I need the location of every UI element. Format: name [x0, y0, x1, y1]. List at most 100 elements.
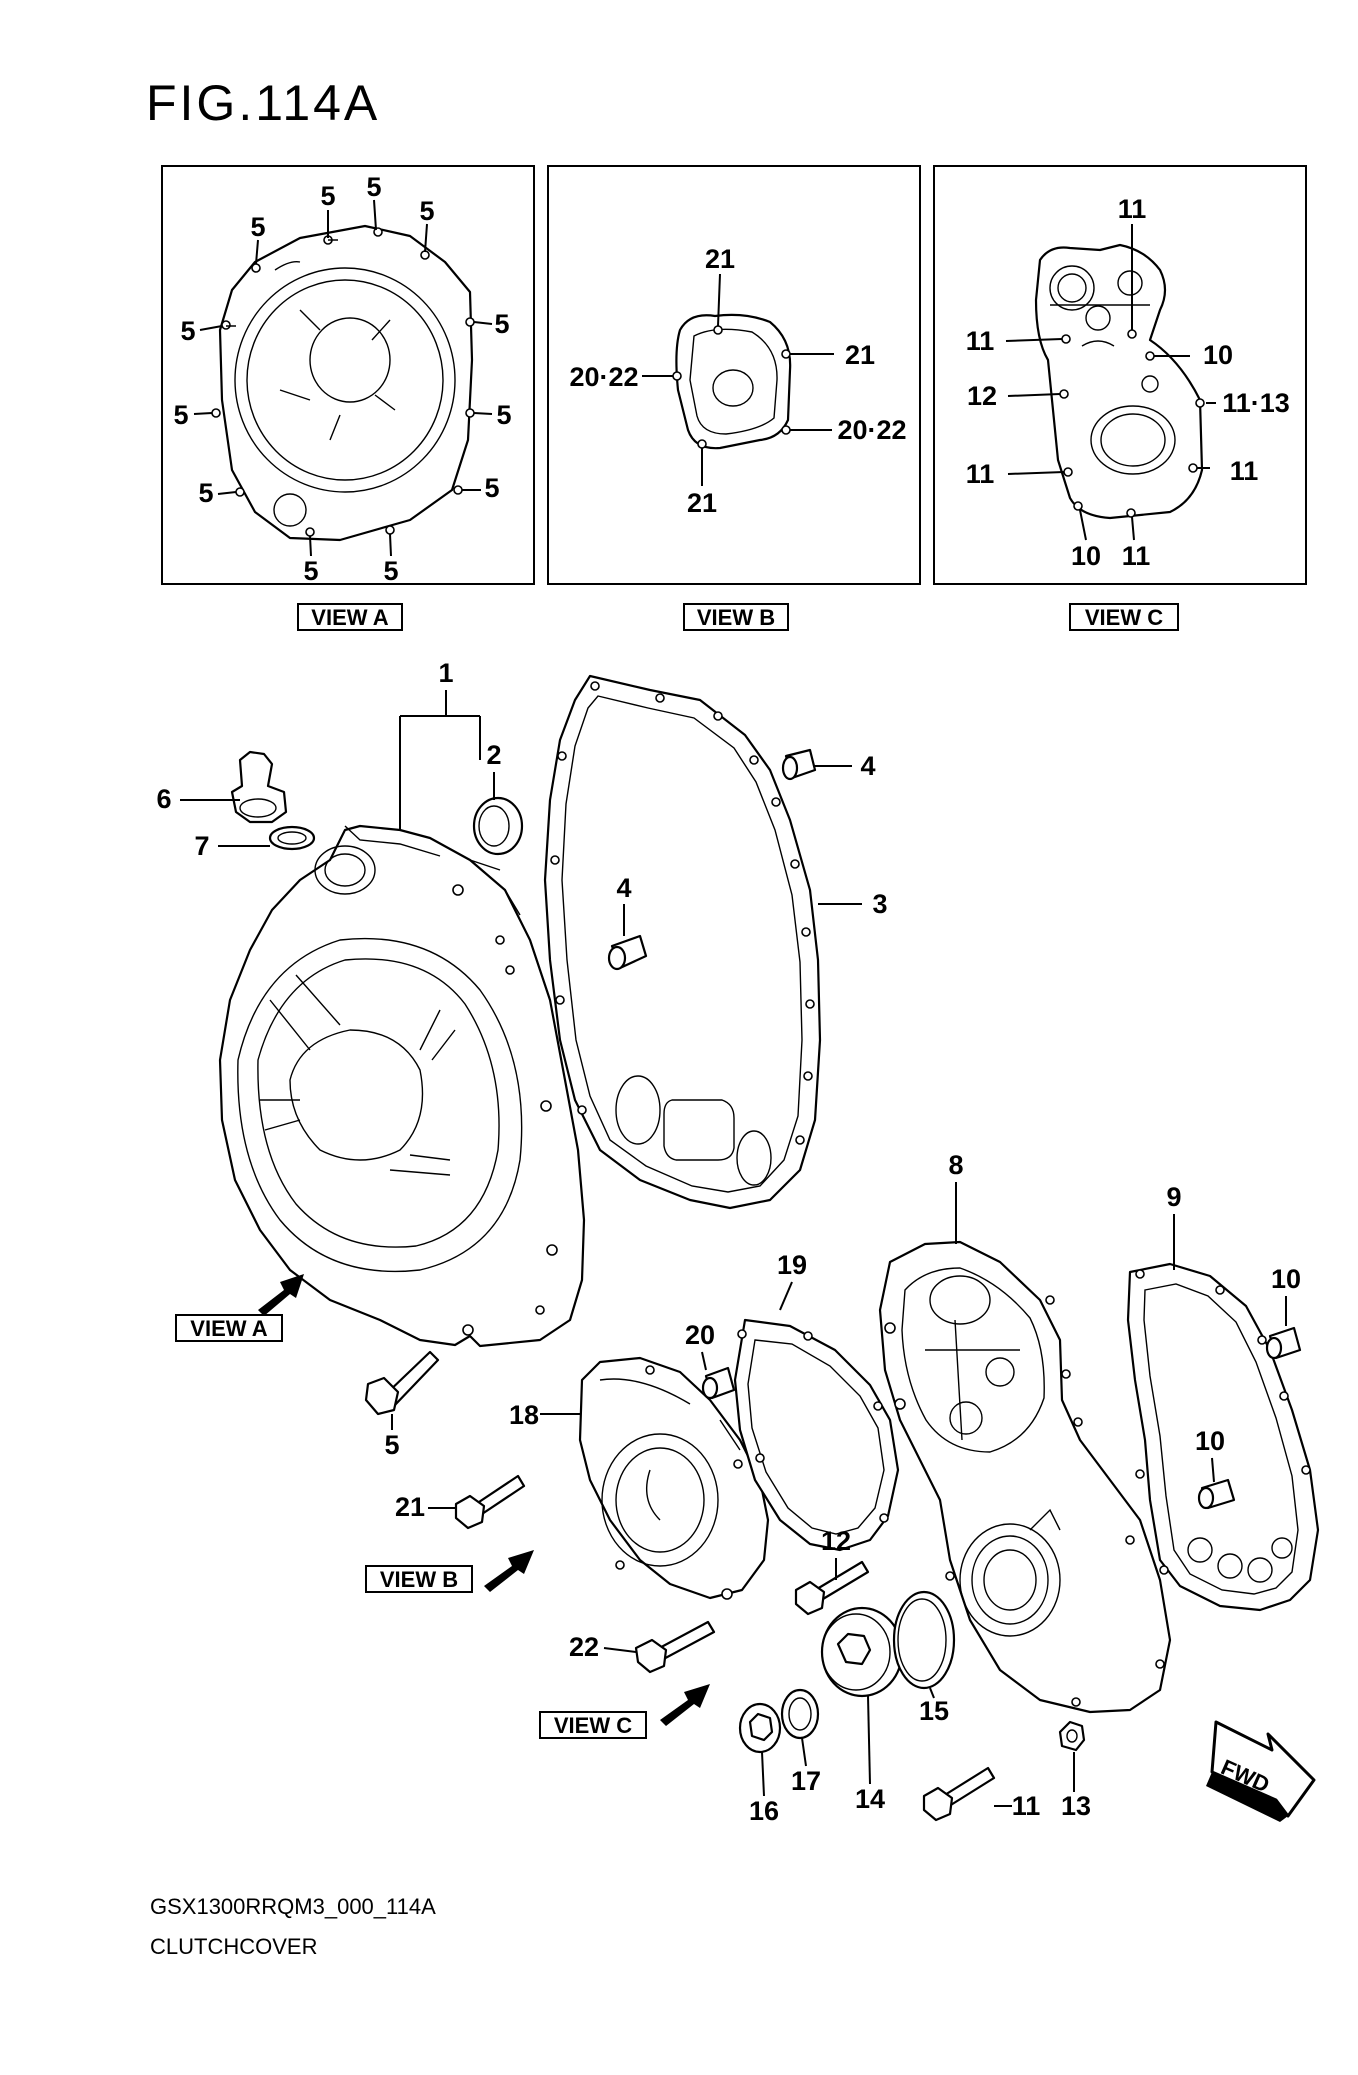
- svg-text:VIEW B: VIEW B: [697, 605, 775, 630]
- callout-4b: 4: [616, 873, 631, 903]
- view-c-box: [933, 165, 1307, 585]
- callout-5: 5: [384, 1430, 399, 1460]
- callout-10a: 10: [1271, 1264, 1301, 1294]
- view-caption-c: VIEW C: [1069, 603, 1179, 631]
- view-c-label: 10: [1203, 340, 1233, 370]
- view-a-box: [161, 165, 535, 585]
- view-a-label: 5: [198, 478, 213, 508]
- view-a-label: 5: [173, 400, 188, 430]
- view-caption-b: VIEW B: [683, 603, 789, 631]
- dowel-pin-20: [701, 1366, 736, 1400]
- view-c-label: 12: [967, 381, 997, 411]
- callout-9: 9: [1166, 1182, 1181, 1212]
- callout-20: 20: [685, 1320, 715, 1350]
- view-a-label: 5: [250, 212, 265, 242]
- view-c-labels: 11 11 10 12 11·13 11 11 10 11: [966, 194, 1290, 571]
- svg-text:VIEW A: VIEW A: [190, 1316, 268, 1341]
- o-ring-7: [268, 825, 316, 851]
- dowel-pin-10b: [1197, 1478, 1236, 1510]
- callout-3: 3: [872, 889, 887, 919]
- view-b-arrow: VIEW B: [365, 1550, 534, 1593]
- callout-15: 15: [919, 1696, 949, 1726]
- svg-text:VIEW A: VIEW A: [311, 605, 389, 630]
- fig-title: FIG.114A: [146, 75, 381, 131]
- callout-10b: 10: [1195, 1426, 1225, 1456]
- callout-18: 18: [509, 1400, 539, 1430]
- svg-text:VIEW C: VIEW C: [554, 1713, 632, 1738]
- view-b-label: 21: [845, 340, 875, 370]
- callout-8: 8: [948, 1150, 963, 1180]
- washer-17: [780, 1688, 820, 1740]
- view-a-label: 5: [366, 172, 381, 202]
- nut-13: [1058, 1720, 1086, 1752]
- view-a-label: 5: [320, 181, 335, 211]
- diagram-code: GSX1300RRQM3_000_114A: [150, 1894, 436, 1919]
- o-ring-15: [892, 1590, 956, 1690]
- view-b-drawing: [672, 313, 792, 450]
- dowel-pin-4b: [607, 934, 648, 971]
- view-a-label: 5: [494, 309, 509, 339]
- callout-2: 2: [486, 740, 501, 770]
- view-c-label: 11·13: [1222, 388, 1290, 418]
- gasket-3: [543, 674, 822, 1210]
- view-c-drawing: [1034, 243, 1205, 520]
- view-a-arrow: VIEW A: [175, 1274, 304, 1342]
- dowel-pin-10a: [1265, 1326, 1302, 1360]
- oil-filler-cap-6: [230, 750, 288, 824]
- callout-16: 16: [749, 1796, 779, 1826]
- callout-12: 12: [821, 1526, 851, 1556]
- callout-22: 22: [569, 1632, 599, 1662]
- diagram-name: CLUTCHCOVER: [150, 1934, 318, 1959]
- callout-21: 21: [395, 1492, 425, 1522]
- dowel-pin-4a: [781, 748, 817, 781]
- bolt-12: [794, 1560, 870, 1616]
- bolt-22: [634, 1620, 716, 1674]
- view-b-label: 20·22: [837, 415, 906, 445]
- oil-seal-2: [472, 796, 524, 856]
- view-caption-a: VIEW A: [297, 603, 403, 631]
- view-a-label: 5: [419, 196, 434, 226]
- view-a-label: 5: [303, 556, 318, 586]
- callout-labels: 1 2 3 4 4 5 6 7 8 9 10 10 11 12 13 14 15…: [156, 658, 1301, 1826]
- view-a-label: 5: [496, 400, 511, 430]
- callout-13: 13: [1061, 1791, 1091, 1821]
- view-a-label: 5: [383, 556, 398, 586]
- view-c-label: 11: [966, 459, 995, 489]
- view-c-label: 11: [1118, 194, 1147, 224]
- generator-cover-8: [878, 1240, 1172, 1714]
- view-b-label: 21: [705, 244, 735, 274]
- svg-text:VIEW B: VIEW B: [380, 1567, 458, 1592]
- view-c-label: 11: [1122, 541, 1151, 571]
- view-a-label: 5: [180, 316, 195, 346]
- view-c-label: 10: [1071, 541, 1101, 571]
- view-b-label: 21: [687, 488, 717, 518]
- callout-6: 6: [156, 784, 171, 814]
- cap-nut-16: [738, 1702, 782, 1754]
- view-c-label: 11: [1230, 456, 1259, 486]
- callout-1: 1: [438, 658, 453, 688]
- callout-14: 14: [855, 1784, 885, 1814]
- svg-text:VIEW C: VIEW C: [1085, 605, 1163, 630]
- gasket-19: [733, 1318, 900, 1552]
- clutch-cover-1: [218, 824, 586, 1348]
- view-a-drawing: [211, 224, 475, 542]
- cover-18: [578, 1356, 770, 1600]
- cap-14: [820, 1606, 904, 1698]
- view-c-arrow: VIEW C: [539, 1684, 710, 1739]
- fwd-arrow-icon: FWD: [1206, 1720, 1316, 1822]
- callout-7: 7: [194, 831, 209, 861]
- bolt-5: [364, 1350, 440, 1416]
- callout-19: 19: [777, 1250, 807, 1280]
- view-b-box: [547, 165, 921, 585]
- bolt-21: [454, 1474, 526, 1530]
- view-a-labels: 5 5 5 5 5 5 5 5 5 5 5 5: [173, 172, 511, 586]
- gasket-9: [1126, 1262, 1320, 1612]
- view-c-label: 11: [966, 326, 995, 356]
- view-b-labels: 21 21 20·22 20·22 21: [569, 244, 906, 518]
- view-b-label: 20·22: [569, 362, 638, 392]
- bolt-11: [922, 1766, 996, 1822]
- callout-11: 11: [1012, 1791, 1041, 1821]
- view-a-label: 5: [484, 473, 499, 503]
- callout-17: 17: [791, 1766, 821, 1796]
